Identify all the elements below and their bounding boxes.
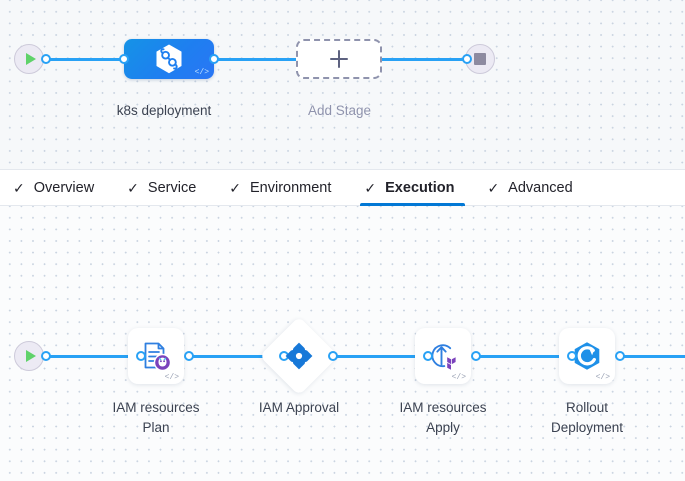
stage-port-right[interactable] bbox=[209, 54, 219, 64]
tab-environment-label: Environment bbox=[250, 179, 332, 196]
code-glyph-icon: </> bbox=[595, 373, 610, 382]
play-icon bbox=[25, 53, 36, 65]
terraform-apply-icon bbox=[431, 344, 456, 370]
pipeline-stage-canvas[interactable]: </> k8s deployment Add Stage bbox=[0, 0, 685, 169]
step-label-iam-approval: IAM Approval bbox=[258, 400, 340, 415]
edge-rollout-trailing bbox=[620, 355, 685, 358]
step-label-iam-resources-apply: IAM resources Apply bbox=[399, 400, 487, 435]
tab-execution-label: Execution bbox=[385, 179, 455, 196]
edge-start-to-stage bbox=[45, 58, 125, 61]
step-port-plan-left[interactable] bbox=[136, 351, 146, 361]
edge-approval-to-apply bbox=[332, 355, 427, 358]
step-port-apply-right[interactable] bbox=[471, 351, 481, 361]
check-icon: ✓ bbox=[229, 179, 241, 196]
stage-label-k8s-deployment: k8s deployment bbox=[116, 103, 212, 118]
stage-port-left[interactable] bbox=[119, 54, 129, 64]
execution-start-node[interactable] bbox=[14, 341, 44, 371]
step-port-rollout-right[interactable] bbox=[615, 351, 625, 361]
check-icon: ✓ bbox=[364, 179, 377, 196]
start-node-port[interactable] bbox=[41, 54, 51, 64]
step-label-rollout-deployment: Rollout Deployment bbox=[550, 400, 624, 435]
check-icon: ✓ bbox=[127, 179, 139, 196]
play-icon bbox=[25, 350, 36, 362]
tab-overview[interactable]: ✓ Overview bbox=[0, 170, 114, 205]
pipeline-start-node[interactable] bbox=[14, 44, 44, 74]
step-port-approval-right[interactable] bbox=[328, 351, 338, 361]
end-node-port[interactable] bbox=[462, 54, 472, 64]
plus-icon bbox=[330, 50, 348, 68]
step-port-plan-right[interactable] bbox=[184, 351, 194, 361]
tab-overview-label: Overview bbox=[33, 179, 95, 196]
check-icon: ✓ bbox=[13, 179, 25, 196]
stop-icon bbox=[474, 53, 486, 65]
execution-start-port[interactable] bbox=[41, 351, 51, 361]
step-port-rollout-left[interactable] bbox=[567, 351, 577, 361]
rollout-icon bbox=[574, 342, 600, 370]
check-icon: ✓ bbox=[487, 179, 500, 196]
step-port-apply-left[interactable] bbox=[423, 351, 433, 361]
edge-stage-to-addstage bbox=[214, 58, 299, 61]
stage-node-k8s-deployment[interactable]: </> bbox=[124, 39, 214, 79]
terraform-plan-icon bbox=[144, 342, 172, 372]
tab-advanced[interactable]: ✓ Advanced bbox=[474, 170, 592, 205]
tab-execution[interactable]: ✓ Execution bbox=[351, 170, 474, 206]
step-label-iam-resources-plan: IAM resources Plan bbox=[112, 400, 200, 435]
tab-active-underline bbox=[360, 203, 466, 206]
tab-environment[interactable]: ✓ Environment bbox=[216, 170, 351, 205]
tab-service-label: Service bbox=[147, 179, 197, 196]
add-stage-button[interactable] bbox=[296, 39, 382, 79]
add-stage-label: Add Stage bbox=[307, 103, 372, 118]
step-node-iam-resources-plan[interactable]: </> bbox=[128, 328, 184, 384]
code-glyph-icon: </> bbox=[164, 373, 179, 382]
tab-advanced-label: Advanced bbox=[508, 179, 573, 196]
approval-icon-wrap bbox=[271, 328, 327, 384]
edge-plan-to-approval bbox=[188, 355, 283, 358]
code-glyph-icon: </> bbox=[194, 68, 209, 77]
tab-service[interactable]: ✓ Service bbox=[114, 170, 216, 205]
stage-tab-bar: ✓ Overview ✓ Service ✓ Environment ✓ Exe… bbox=[0, 169, 685, 206]
edge-start-to-plan bbox=[45, 355, 140, 358]
harness-approval-icon bbox=[285, 342, 313, 370]
kubernetes-helm-icon bbox=[156, 44, 182, 74]
execution-step-canvas[interactable]: </> IAM resources Plan IAM Approval bbox=[0, 206, 685, 481]
edge-addstage-to-end bbox=[381, 58, 466, 61]
code-glyph-icon: </> bbox=[451, 373, 466, 382]
edge-apply-to-rollout bbox=[476, 355, 571, 358]
